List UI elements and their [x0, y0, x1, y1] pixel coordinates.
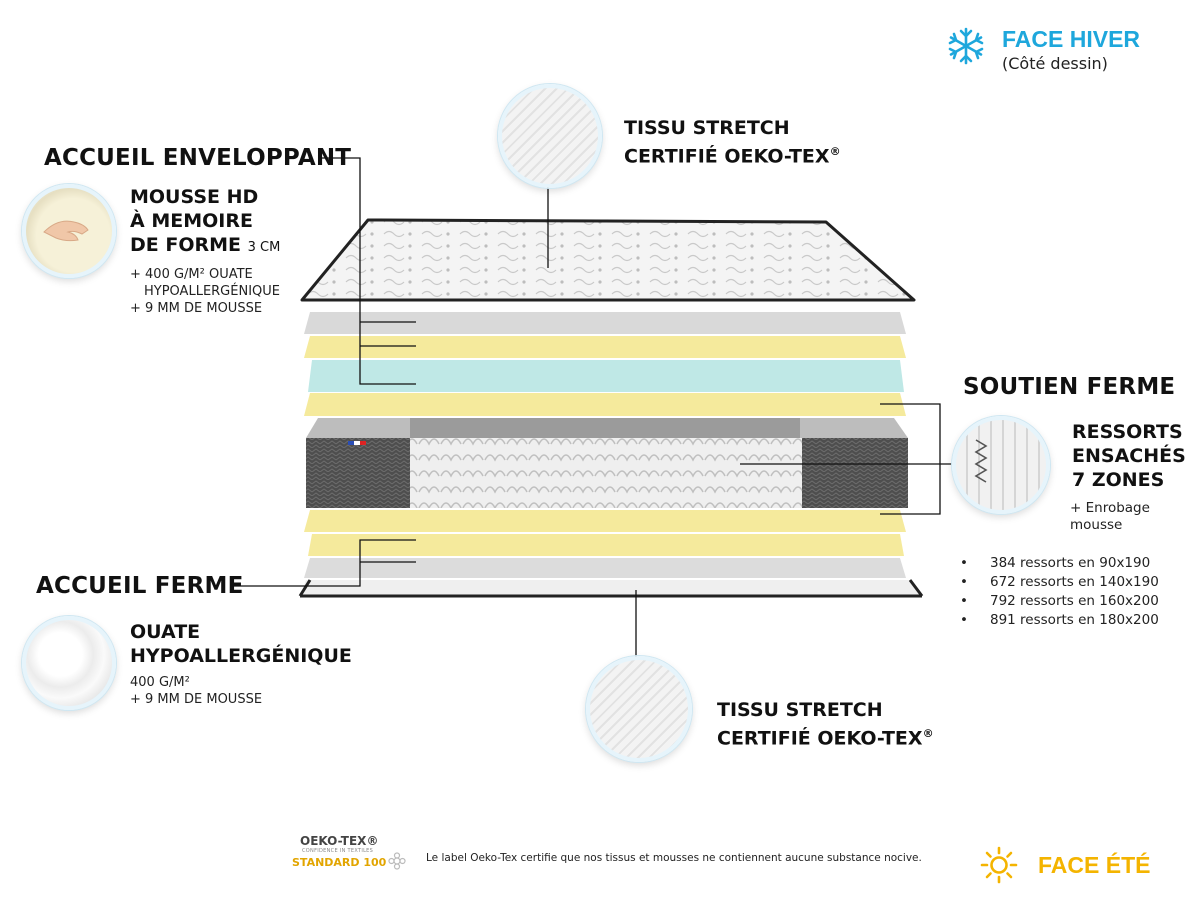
oekotex-standard: STANDARD 100	[292, 856, 387, 869]
top-fabric-line2: CERTIFIÉ OEKO-TEX®	[624, 145, 841, 168]
winter-side-label: FACE HIVER (Côté dessin)	[946, 24, 1186, 84]
comfort-top-line3: DE FORME 3 CM	[130, 234, 281, 256]
support-extras: + Enrobage mousse	[1070, 500, 1190, 534]
snowflake-icon	[948, 27, 984, 65]
comfort-bottom-title: OUATE HYPOALLERGÉNIQUE	[130, 620, 370, 668]
comfort-bottom-heading: ACCUEIL FERME	[36, 573, 244, 599]
leader-lines	[230, 157, 952, 664]
comfort-bottom-extras: 400 G/M² + 9 MM DE MOUSSE	[130, 674, 330, 708]
spring-icon	[974, 439, 988, 483]
bottom-fabric-swatch	[586, 656, 692, 762]
comfort-top-title: MOUSSE HD À MEMOIRE DE FORME 3 CM	[130, 185, 360, 260]
wadding-swatch	[22, 616, 116, 710]
oekotex-note: Le label Oeko-Tex certifie que nos tissu…	[426, 852, 922, 864]
sun-icon	[980, 846, 1018, 884]
memory-foam-swatch	[22, 184, 116, 278]
support-heading: SOUTIEN FERME	[963, 374, 1176, 400]
comfort-top-line1: MOUSSE HD	[130, 186, 259, 208]
gray-wadding-layer	[304, 312, 906, 334]
spring-count-item: 384 ressorts en 90x190	[958, 554, 1188, 573]
support-line3: 7 ZONES	[1072, 469, 1165, 491]
top-fabric-swatch	[498, 84, 602, 188]
comfort-top-extra3: + 9 MM DE MOUSSE	[130, 301, 263, 316]
yellow-foam-layer-1	[304, 336, 906, 358]
comfort-bottom-extra1: 400 G/M²	[130, 675, 190, 690]
top-fabric-line1: TISSU STRETCH	[624, 117, 790, 139]
winter-title: FACE HIVER	[1002, 26, 1141, 52]
oekotex-brand: OEKO-TEX®	[300, 834, 379, 848]
hand-icon	[43, 220, 89, 242]
spring-count-list: 384 ressorts en 90x190 672 ressorts en 1…	[958, 554, 1188, 630]
comfort-top-extra1: + 400 G/M² OUATE	[130, 267, 253, 282]
summer-title: FACE ÉTÉ	[1038, 852, 1151, 878]
support-extra2: mousse	[1070, 517, 1123, 533]
support-extra1: + Enrobage	[1070, 500, 1150, 516]
bottom-fabric-line1: TISSU STRETCH	[717, 699, 883, 721]
comfort-top-heading: ACCUEIL ENVELOPPANT	[44, 145, 352, 171]
bottom-fabric-caption: TISSU STRETCH CERTIFIÉ OEKO-TEX®	[717, 698, 957, 750]
support-line1: RESSORTS	[1072, 421, 1183, 443]
yellow-foam-layer-4	[308, 534, 904, 556]
bottom-fabric-line2: CERTIFIÉ OEKO-TEX®	[717, 727, 934, 750]
spring-count-item: 792 ressorts en 160x200	[958, 592, 1188, 611]
bottom-fabric-layer	[298, 579, 924, 598]
spring-count-item: 891 ressorts en 180x200	[958, 611, 1188, 630]
winter-subtitle: (Côté dessin)	[1002, 54, 1108, 73]
comfort-bottom-line2: HYPOALLERGÉNIQUE	[130, 645, 352, 667]
spring-count-item: 672 ressorts en 140x190	[958, 573, 1188, 592]
comfort-top-extra2: HYPOALLERGÉNIQUE	[144, 284, 280, 299]
comfort-top-line2: À MEMOIRE	[130, 210, 253, 232]
support-title: RESSORTS ENSACHÉS 7 ZONES	[1072, 420, 1192, 492]
summer-side-label: FACE ÉTÉ	[976, 842, 1176, 888]
springs-swatch	[952, 416, 1050, 514]
oekotex-tagline: CONFIDENCE IN TEXTILES	[302, 848, 374, 854]
oekotex-badge: OEKO-TEX® CONFIDENCE IN TEXTILES STANDAR…	[290, 834, 420, 874]
yellow-foam-layer-3	[304, 510, 906, 532]
top-fabric-layer	[300, 218, 916, 302]
top-fabric-caption: TISSU STRETCH CERTIFIÉ OEKO-TEX®	[624, 116, 864, 168]
support-line2: ENSACHÉS	[1072, 445, 1186, 467]
comfort-top-extras: + 400 G/M² OUATE HYPOALLERGÉNIQUE + 9 MM…	[130, 266, 330, 317]
yellow-foam-layer-2	[304, 393, 906, 416]
memory-foam-layer	[308, 360, 904, 392]
oekotex-flower-icon	[388, 852, 406, 870]
comfort-bottom-extra2: + 9 MM DE MOUSSE	[130, 692, 263, 707]
spring-block	[306, 418, 908, 508]
gray-wadding-layer-bottom	[304, 558, 906, 578]
comfort-bottom-line1: OUATE	[130, 621, 201, 643]
